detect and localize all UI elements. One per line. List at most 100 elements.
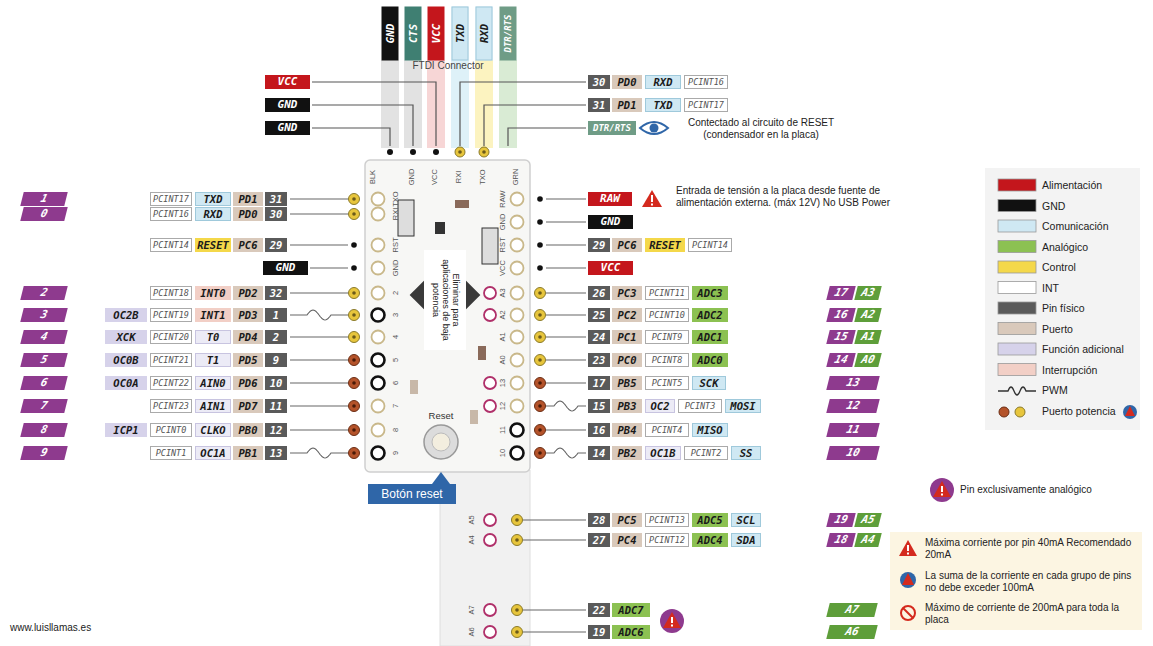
- physical-pin-number: 30: [588, 75, 610, 89]
- pin-marker: [349, 401, 360, 412]
- pin-marker-center: [538, 358, 542, 362]
- legend-text: Interrupción: [1042, 363, 1139, 377]
- function-tag: OC2: [645, 399, 675, 413]
- port-tag: PC6: [233, 238, 263, 252]
- pcint-tag: PCINT11: [645, 286, 689, 300]
- leader-line: [290, 198, 348, 199]
- analog-pin-number: A7: [826, 603, 877, 617]
- leader-line: [546, 401, 586, 411]
- board-pad: [484, 626, 496, 638]
- note-text: www.luisllamas.es: [10, 622, 150, 634]
- pin-marker: [349, 355, 360, 366]
- analog-pin-number: A3: [854, 286, 881, 300]
- leader-line: [546, 314, 586, 315]
- arduino-pin-number: 0: [20, 207, 67, 221]
- leader-line: [546, 448, 586, 458]
- communication-tag: SS: [731, 446, 761, 460]
- pcint-tag: PCINT23: [150, 399, 192, 413]
- arduino-pin-number: 6: [20, 376, 67, 390]
- pin-marker-center: [352, 313, 356, 317]
- leader-line: [546, 244, 586, 245]
- board-pad: [372, 193, 385, 206]
- pcint-tag: PCINT18: [150, 286, 192, 300]
- physical-pin-number: 19: [588, 625, 610, 639]
- port-tag: PC4: [612, 533, 642, 547]
- analog-tag: ADC5: [692, 513, 728, 527]
- pin-marker-center: [352, 451, 356, 455]
- pin-marker: [535, 448, 546, 459]
- arduino-pin-number: 19: [826, 513, 855, 527]
- communication-tag: SDA: [731, 533, 761, 547]
- pin-marker-center: [352, 335, 356, 339]
- pin-marker: [349, 378, 360, 389]
- control-tag: RESET: [645, 238, 685, 252]
- leader-line: [290, 213, 348, 214]
- silkscreen-label: A6: [467, 624, 477, 640]
- pin-marker-center: [352, 291, 356, 295]
- communication-tag: MOSI: [725, 399, 761, 413]
- board-pad: [484, 514, 496, 526]
- function-tag: OC0A: [105, 376, 147, 390]
- pcint-tag: PCINT2: [684, 446, 728, 460]
- pin-marker: [512, 515, 523, 526]
- port-tag: PC1: [612, 330, 642, 344]
- function-tag: OC1B: [645, 446, 681, 460]
- board-pad: [484, 377, 496, 389]
- arduino-pin-number: 12: [826, 399, 879, 413]
- port-tag: PB5: [612, 376, 642, 390]
- board-pad: [511, 400, 524, 413]
- physical-pin-number: 9: [265, 353, 287, 367]
- port-tag: PC2: [612, 308, 642, 322]
- physical-pin-number: 31: [265, 192, 287, 206]
- port-tag: PD1: [233, 192, 263, 206]
- board-pad: [511, 216, 524, 229]
- pcint-tag: PCINT13: [645, 513, 689, 527]
- analog-pin-number: A4: [854, 533, 881, 547]
- arduino-pin-number: 13: [826, 376, 879, 390]
- port-tag: PD3: [233, 308, 263, 322]
- ftdi-pins: [387, 147, 489, 157]
- power-tag: VCC: [428, 6, 445, 60]
- pin-marker-center: [352, 428, 356, 432]
- leader-line: [523, 519, 586, 520]
- cts-tag: CTS: [405, 6, 422, 60]
- pin-marker: [512, 627, 523, 638]
- board-pad: [372, 354, 385, 367]
- physical-pin-number: 10: [265, 376, 287, 390]
- pin-marker-center: [538, 381, 542, 385]
- leader-line: [546, 221, 586, 222]
- note-text: Pin exclusivamente analógico: [960, 484, 1140, 496]
- silkscreen-label: GND: [391, 259, 401, 277]
- port-tag: PD6: [233, 376, 263, 390]
- interrupt-tag: INT1: [195, 308, 231, 322]
- board-pad: [511, 262, 524, 275]
- power-tag: VCC: [265, 75, 310, 89]
- silkscreen-label: RAW: [498, 190, 508, 208]
- arduino-pin-number: 10: [826, 446, 879, 460]
- leader-line: [523, 631, 586, 632]
- function-tag: T0: [195, 330, 231, 344]
- function-tag: AIN0: [195, 376, 231, 390]
- leader-line: [290, 310, 348, 320]
- eye-icon: [640, 122, 668, 134]
- silkscreen-label: A5: [467, 512, 477, 528]
- analog-tag: ADC4: [692, 533, 728, 547]
- pcint-tag: PCINT8: [645, 353, 689, 367]
- arduino-pin-number: 7: [20, 399, 67, 413]
- pin-marker-center: [515, 630, 519, 634]
- pin-marker: [349, 209, 360, 220]
- board-pad: [511, 377, 524, 390]
- note-text: Contectado al circuito de RESET (condens…: [676, 117, 846, 141]
- leader-line: [290, 292, 348, 293]
- ftdi-wires: [312, 82, 586, 146]
- silkscreen-label: Reset: [421, 410, 461, 422]
- pin-marker-center: [352, 381, 356, 385]
- pin-marker: [351, 242, 357, 248]
- board-pad: [372, 424, 385, 437]
- leader-line: [523, 539, 586, 540]
- communication-tag: RXD: [195, 207, 231, 221]
- board-pad: [484, 534, 496, 546]
- arduino-pin-number: 16: [826, 308, 855, 322]
- physical-pin-number: 29: [588, 238, 610, 252]
- physical-pin-number: 27: [588, 533, 610, 547]
